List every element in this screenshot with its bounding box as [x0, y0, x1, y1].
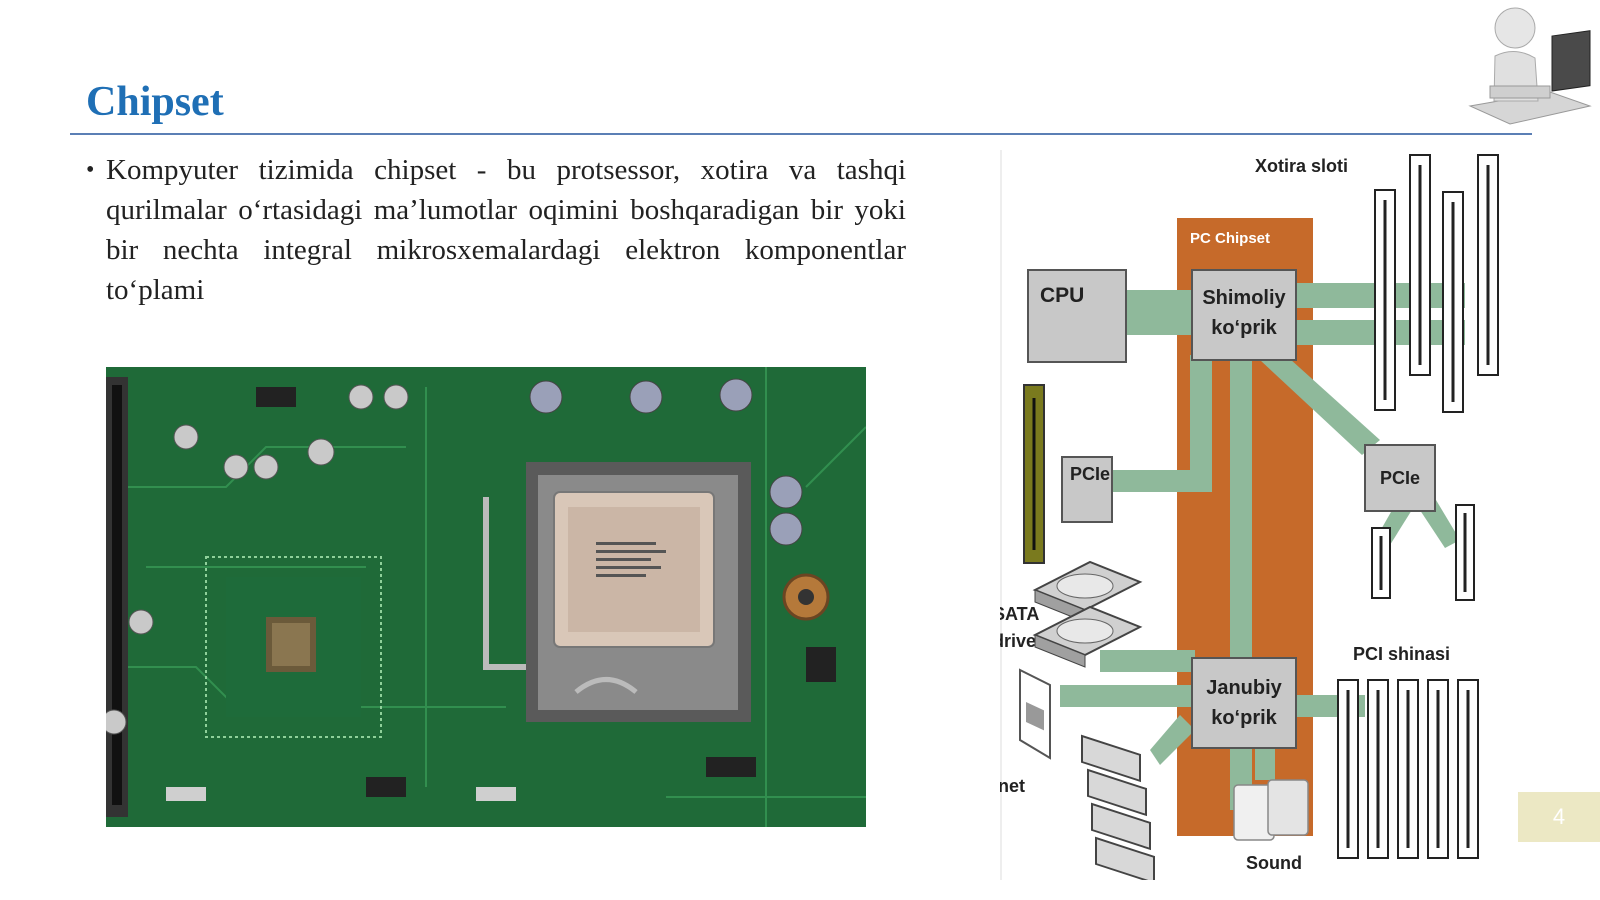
sata-label-line2: driver	[1000, 631, 1043, 651]
south-bridge-block	[1191, 657, 1297, 749]
usb-ports-icon	[1081, 734, 1155, 880]
sound-speakers-icon	[1233, 779, 1309, 841]
bullet-text: Kompyuter tizimida chipset - bu protsess…	[106, 154, 906, 306]
south-bridge-line2: ko‘prik	[1211, 707, 1277, 729]
motherboard-photo	[106, 367, 866, 827]
pcie-left-label: PCIe	[1070, 464, 1110, 484]
pcie-right-block	[1364, 444, 1436, 512]
chipset-label: PC Chipset	[1190, 230, 1270, 247]
cpu-label: CPU	[1040, 284, 1084, 307]
memory-slot-pins	[1383, 165, 1490, 402]
ethernet-port-icon	[1019, 668, 1051, 760]
bullet-icon: •	[86, 157, 95, 183]
cpu-block	[1027, 269, 1127, 363]
north-bridge-line2: ko‘prik	[1211, 317, 1277, 339]
slide-title: Chipset	[86, 79, 224, 125]
person-at-computer-icon	[1468, 7, 1592, 125]
pci-bus-label: PCI shinasi	[1353, 644, 1450, 664]
memory-slots	[1374, 154, 1499, 413]
pcie-left-block	[1061, 456, 1113, 523]
south-bridge-line1: Janubiy	[1206, 677, 1282, 699]
page-number-box: 4	[1518, 792, 1600, 842]
north-bridge-line1: Shimoliy	[1202, 287, 1286, 309]
hard-drive-icon	[1032, 560, 1143, 668]
sound-label: Sound	[1246, 853, 1302, 873]
memory-slot-label: Xotira sloti	[1255, 156, 1348, 176]
page-number: 4	[1552, 804, 1566, 829]
chipset-diagram: PC Chipset Xotira sloti CPU Shimoliy ko‘…	[1000, 150, 1499, 880]
sata-label-line1: SATA	[1000, 604, 1039, 624]
title-divider	[70, 133, 1532, 135]
ethernet-label: Ethernet	[1000, 776, 1025, 796]
pcie-right-label: PCIe	[1380, 468, 1420, 488]
north-bridge-block	[1191, 269, 1297, 361]
